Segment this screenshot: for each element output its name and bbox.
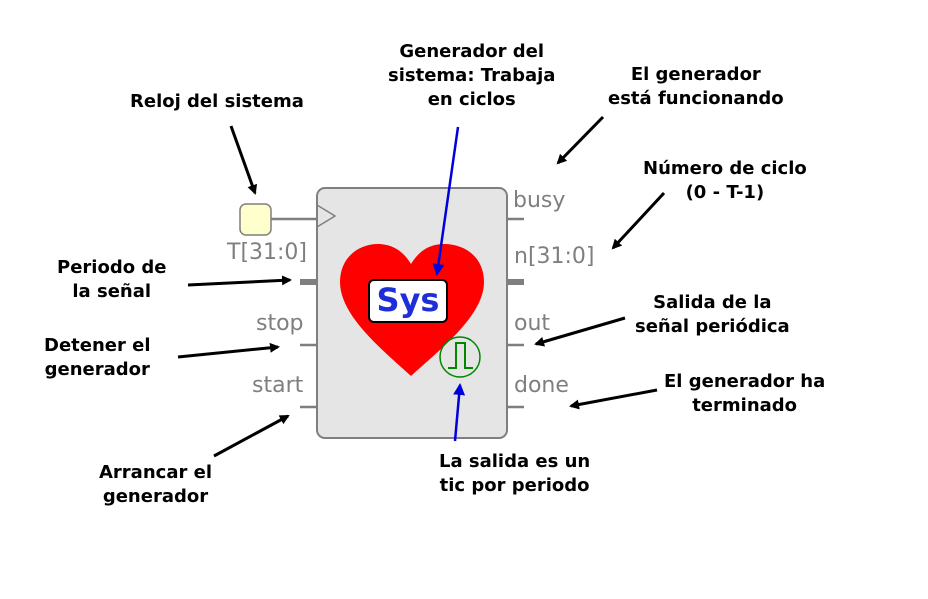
stop-arrow [177,342,280,359]
pin-label-stop: stop [256,311,304,336]
period-arrow [187,275,292,287]
pin-label-period: T[31:0] [227,240,308,265]
note-done: El generador ha terminado [664,371,826,416]
block-name-label: Sys [368,279,448,323]
pin-label-done: done [514,373,569,398]
clock-triangle-icon [316,204,337,228]
note-generator: Generador del sistema: Trabaja en ciclos [388,41,556,110]
pulse-icon [439,336,481,378]
pin-label-busy: busy [513,188,566,213]
note-tick: La salida es un tic por periodo [439,451,591,496]
note-period: Periodo de la señal [57,257,167,302]
out-arrow [534,316,626,347]
note-count: Número de ciclo (0 - T-1) [643,158,807,203]
start-arrow [213,414,290,458]
pin-label-count: n[31:0] [514,244,595,269]
note-clock: Reloj del sistema [130,91,304,112]
done-arrow [569,388,658,410]
pin-label-start: start [252,373,304,398]
busy-arrow [556,115,605,165]
tick-pointer-arrow [453,383,466,442]
note-stop: Detener el generador [44,335,151,380]
generator-pointer-arrow [432,126,460,276]
note-busy: El generador está funcionando [608,64,784,109]
note-start: Arrancar el generador [99,462,212,507]
note-out: Salida de la señal periódica [635,292,790,337]
clock-input-box [239,203,272,236]
pin-label-out: out [514,311,551,336]
count-arrow [611,191,666,250]
clock-arrow [229,125,258,195]
